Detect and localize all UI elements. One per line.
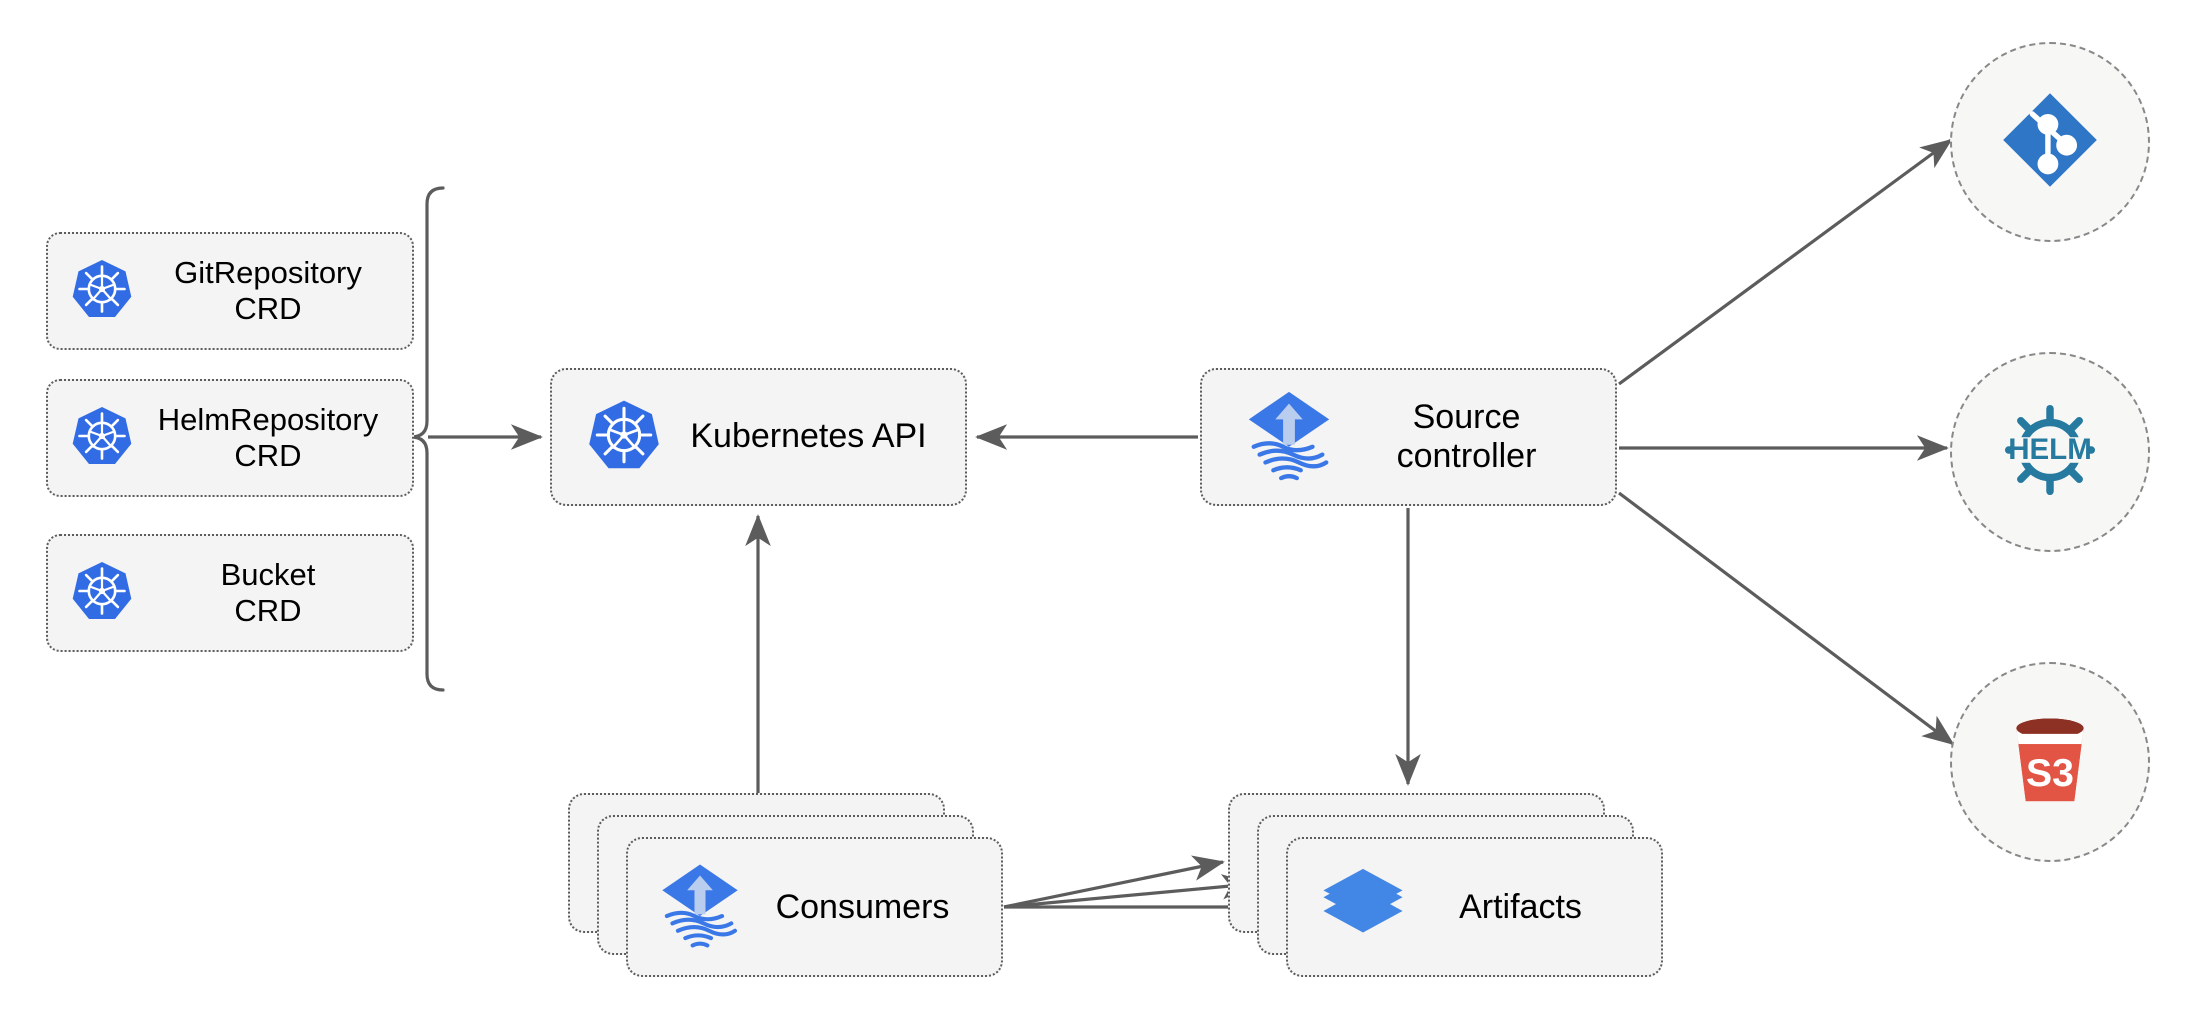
flux-icon [1240, 386, 1338, 489]
git-icon [1998, 88, 2102, 197]
kubernetes-api-label: Kubernetes API [690, 417, 927, 456]
consumers-label: Consumers [775, 887, 950, 926]
kubernetes-icon [70, 404, 134, 473]
edge-source-controller-to-git [1618, 138, 1953, 386]
artifacts-label: Artifacts [1459, 887, 1582, 926]
consumers-card-front[interactable]: Consumers [626, 837, 1003, 977]
source-controller-label: Source controller [1396, 397, 1537, 475]
bucket-crd[interactable]: Bucket CRD [46, 534, 414, 652]
s3-icon: S3 [1994, 704, 2106, 821]
crd-group-bracket [409, 186, 445, 692]
kubernetes-icon [586, 397, 662, 478]
helmrepository-crd[interactable]: HelmRepository CRD [46, 379, 414, 497]
helm-wordmark: HELM [2008, 432, 2092, 465]
artifacts-card-front[interactable]: Artifacts [1286, 837, 1663, 977]
helmrepository-crd-label: HelmRepository CRD [157, 402, 379, 473]
flux-icon [654, 859, 746, 956]
edge-source-controller-to-s3 [1618, 491, 1955, 746]
bucket-crd-label: Bucket CRD [220, 557, 316, 628]
layers-icon [1320, 862, 1406, 953]
source-controller-node[interactable]: Source controller [1200, 368, 1617, 506]
helm-repository-target[interactable]: HELM [1950, 352, 2150, 552]
kubernetes-icon [70, 559, 134, 628]
s3-bucket-target[interactable]: S3 [1950, 662, 2150, 862]
git-repository-target[interactable] [1950, 42, 2150, 242]
helm-icon: HELM [1991, 391, 2109, 514]
edge-consumers-to-artifacts-mid [1003, 874, 1254, 909]
kubernetes-api-node[interactable]: Kubernetes API [550, 368, 967, 506]
edge-consumers-to-artifacts-back [1003, 855, 1225, 909]
gitrepository-crd-label: GitRepository CRD [174, 255, 362, 326]
s3-wordmark: S3 [2026, 752, 2074, 795]
gitrepository-crd[interactable]: GitRepository CRD [46, 232, 414, 350]
kubernetes-icon [70, 257, 134, 326]
